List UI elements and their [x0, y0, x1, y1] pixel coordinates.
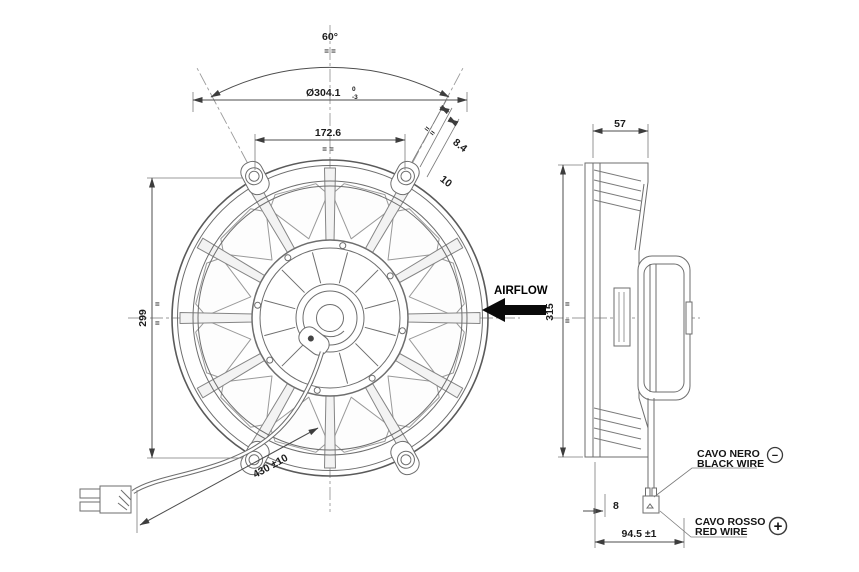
plus-sign: + [774, 518, 783, 535]
hub-screws [254, 242, 406, 394]
shroud-ring-2 [177, 165, 483, 471]
bracket-hatching [593, 169, 642, 450]
dim-299-mark-top: = [155, 300, 160, 309]
dim-315-mark-top: = [565, 300, 570, 309]
dim-10-label: 10 [438, 173, 455, 190]
dim-315-mark-bottom: = [565, 317, 570, 326]
wire-connector [642, 487, 660, 514]
motor-wires [642, 398, 660, 514]
plus-circle-icon [768, 516, 788, 536]
shroud-contour [634, 183, 645, 251]
dim-315-label: 315 [544, 303, 556, 321]
dim-8-4-label: 8.4 [450, 136, 469, 155]
hub-cap-inner [302, 290, 358, 346]
dim-tab-detail: = = 8.4 10 [411, 98, 469, 190]
motor-hub [251, 239, 409, 397]
motor-label [613, 287, 631, 347]
red-wire-callout: CAVO ROSSO RED WIRE + [659, 510, 788, 538]
dim-height: 315 = = [544, 164, 583, 458]
motor-body [637, 255, 693, 401]
dim-60-center-marks: = = [324, 47, 336, 56]
shroud-outer-ring [171, 159, 489, 477]
red-wire-line2: RED WIRE [695, 526, 748, 538]
black-wire-callout: CAVO NERO BLACK WIRE − [653, 446, 784, 498]
hub-slot [298, 326, 330, 356]
airflow-indicator: AIRFLOW [482, 285, 548, 322]
airflow-label: AIRFLOW [494, 285, 548, 297]
dim-172-label: 172.6 [315, 127, 341, 139]
dim-tab-center-marks: = = [422, 124, 437, 138]
dim-diameter: Ø304.1 0 -3 [192, 86, 468, 112]
wire-callouts: CAVO NERO BLACK WIRE − CAVO ROSSO RED WI… [653, 446, 788, 538]
mounting-flange [584, 162, 594, 458]
dim-overall-depth: 94.5 ±1 [594, 462, 685, 548]
minus-sign: − [772, 450, 778, 462]
dim-stud: 8 [583, 494, 619, 517]
hub-ring [259, 247, 401, 389]
dim-60-label: 60° [322, 31, 338, 43]
dim-57-label: 57 [614, 118, 626, 130]
black-wire-line1: CAVO NERO [697, 448, 760, 460]
lead-connector [79, 485, 132, 514]
dim-172-center-marks: = = [322, 145, 334, 154]
front-view: 60° = = Ø304.1 0 -3 172.6 = = = = [79, 25, 520, 533]
dim-hole-spacing-h: 172.6 = = [254, 127, 406, 170]
minus-circle-icon [766, 446, 784, 464]
hub-center-hole [316, 304, 344, 332]
dim-8-label: 8 [613, 500, 619, 512]
side-view: 57 315 = = 8 94.5 ±1 [544, 118, 700, 548]
dim-299-mark-bottom: = [155, 319, 160, 328]
shroud-inner-ring [192, 180, 468, 456]
dim-diameter-label: Ø304.1 [306, 87, 341, 99]
shroud-ring-4 [197, 185, 463, 451]
dim-60deg: 60° = = [210, 31, 450, 98]
black-wire-line2: BLACK WIRE [697, 458, 764, 470]
airflow-arrow-icon [482, 298, 546, 322]
dim-94-label: 94.5 ±1 [622, 528, 657, 540]
red-wire-line1: CAVO ROSSO [695, 516, 765, 528]
dim-depth: 57 [592, 118, 649, 158]
dim-diameter-tol-lower: -3 [352, 94, 358, 101]
dim-diameter-tol-upper: 0 [352, 86, 356, 93]
dim-299-label: 299 [137, 309, 149, 327]
